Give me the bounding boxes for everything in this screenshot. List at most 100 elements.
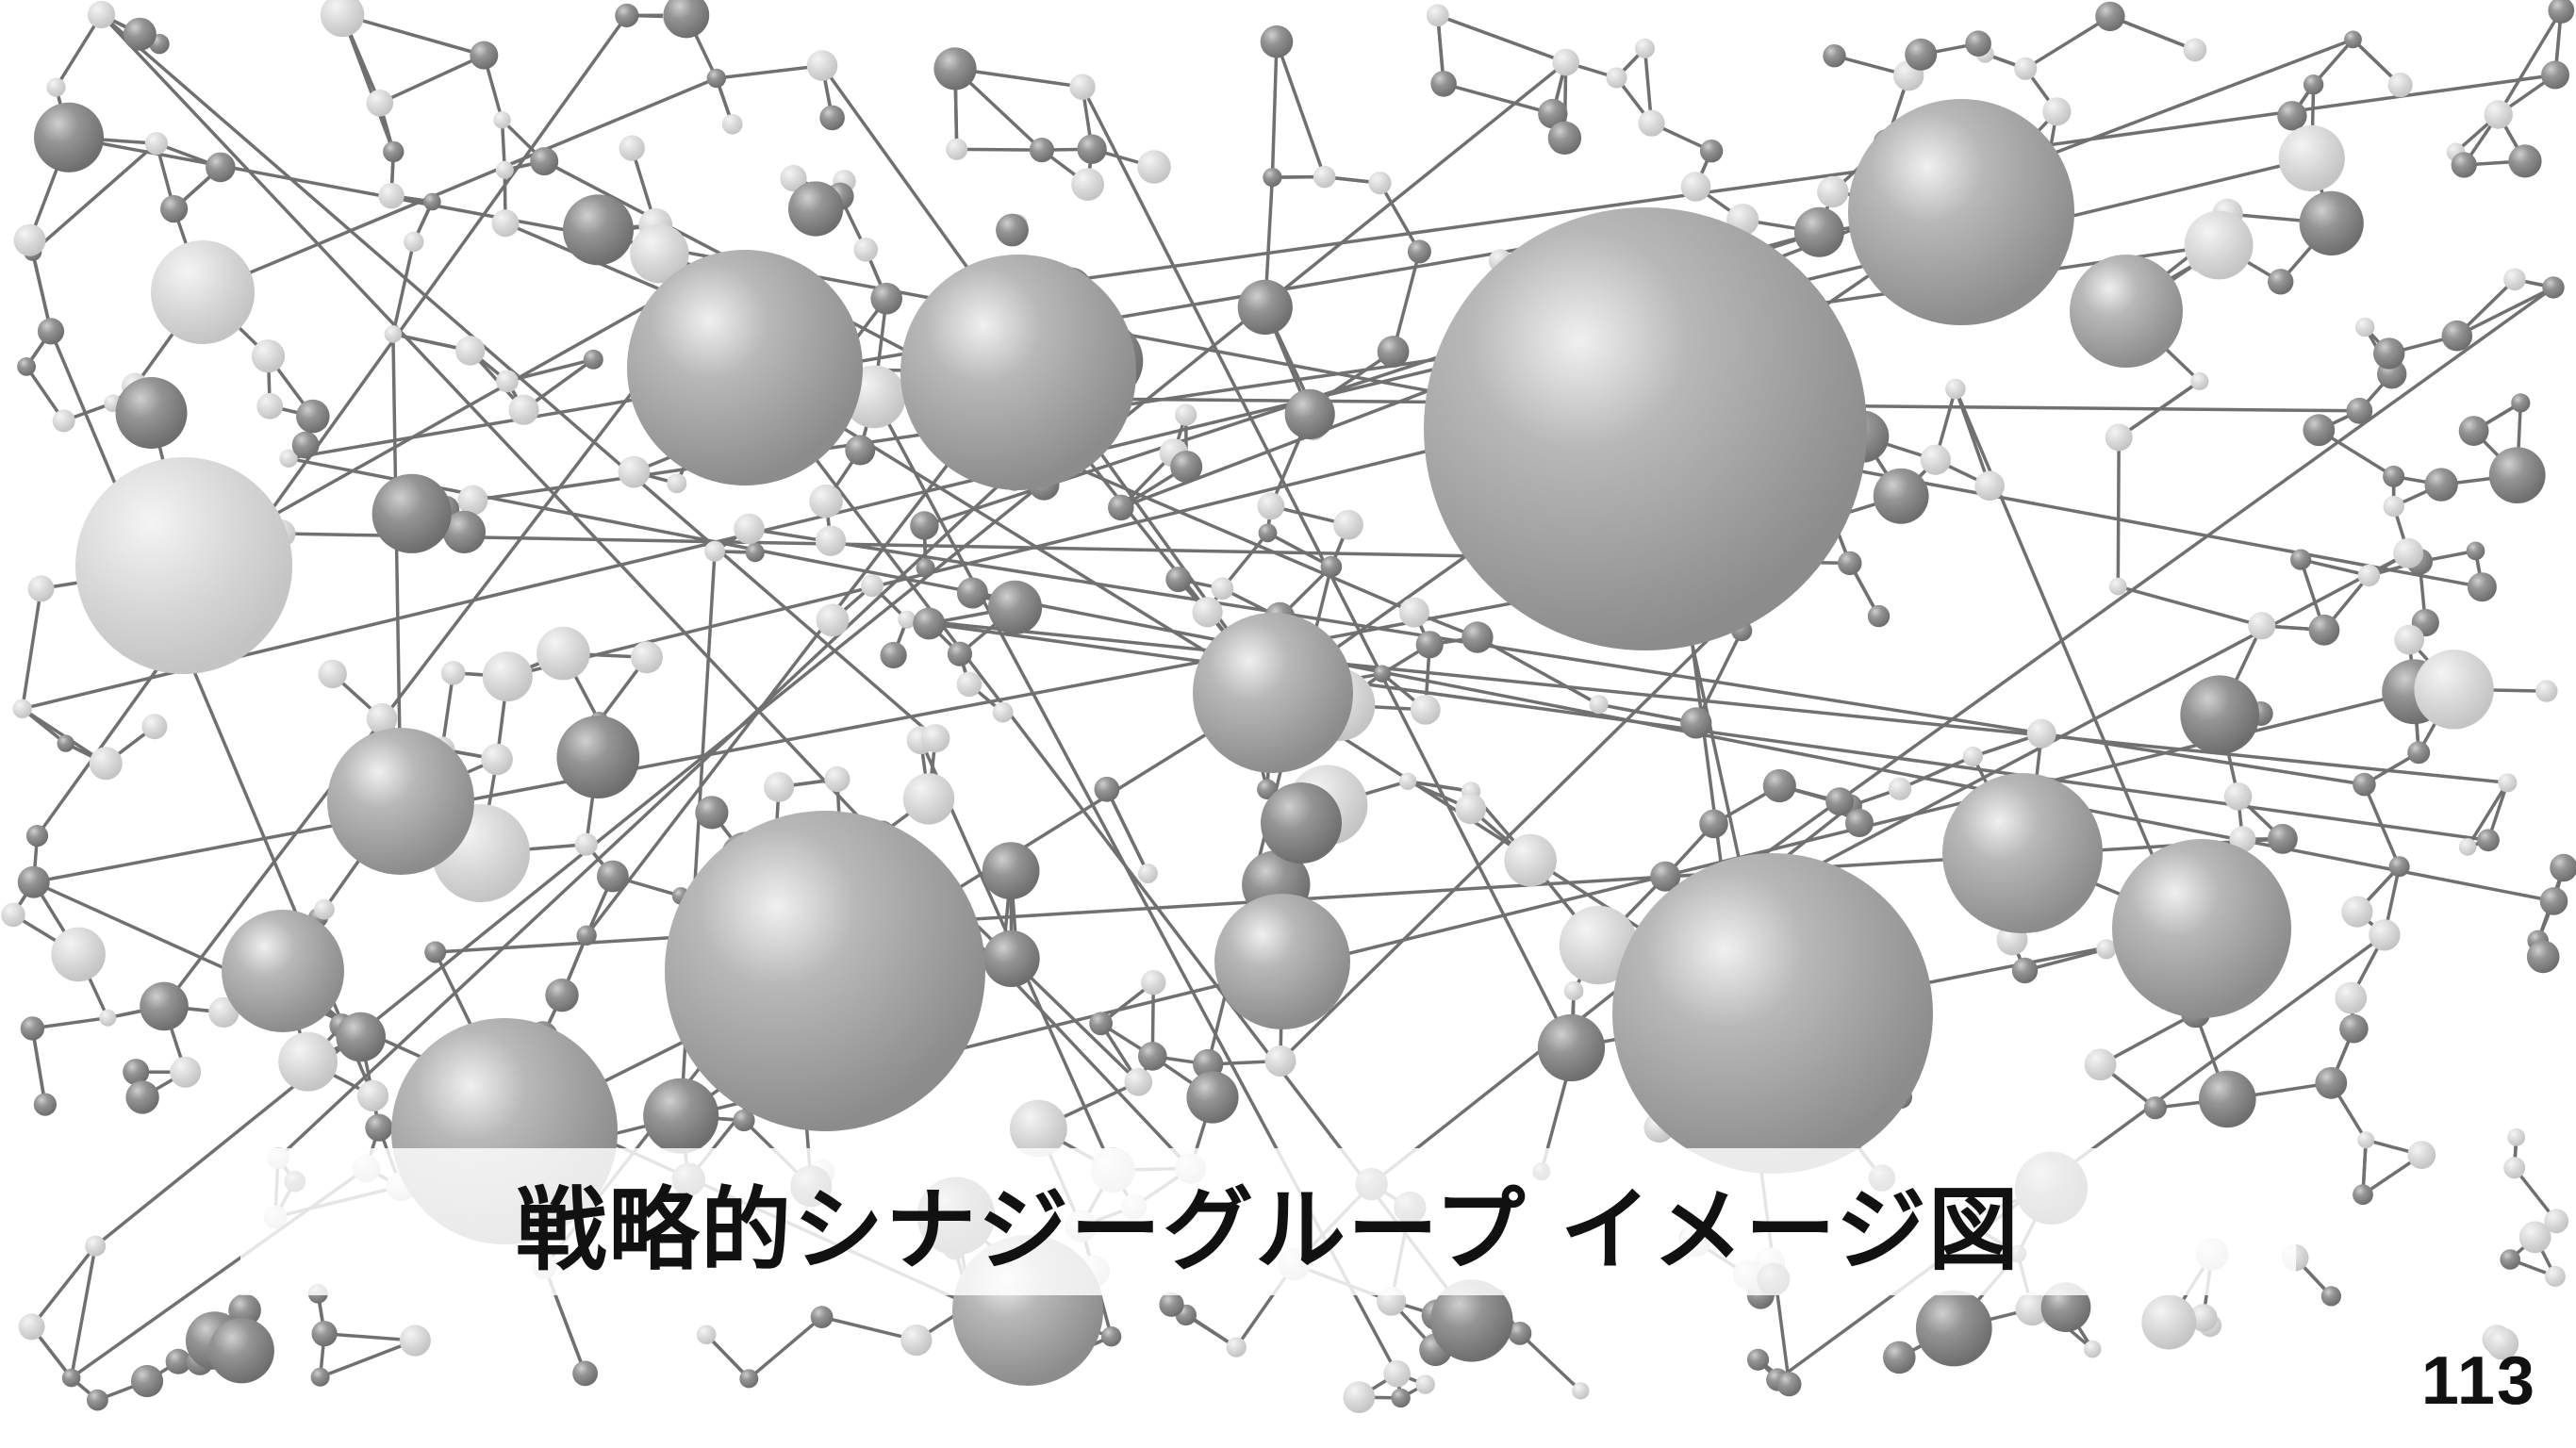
network-sphere — [372, 473, 452, 553]
network-sphere — [2511, 393, 2531, 413]
network-sphere — [222, 910, 344, 1032]
network-link — [2497, 9, 2563, 116]
network-sphere — [2143, 1096, 2167, 1120]
network-sphere — [2303, 414, 2336, 447]
network-sphere — [630, 224, 689, 284]
network-sphere — [576, 925, 597, 946]
network-link — [749, 527, 2365, 786]
network-sphere — [1825, 787, 1854, 816]
network-link — [379, 54, 486, 105]
network-sphere — [1537, 1013, 1606, 1082]
network-sphere — [615, 3, 639, 27]
network-sphere — [2290, 549, 2312, 570]
network-sphere — [457, 485, 488, 516]
network-sphere — [256, 392, 284, 420]
network-sphere — [310, 1367, 330, 1387]
network-sphere — [2335, 981, 2368, 1014]
network-link — [1275, 41, 1327, 178]
network-sphere — [563, 194, 634, 266]
network-sphere — [619, 135, 645, 161]
network-sphere — [721, 114, 743, 135]
network-sphere — [2070, 255, 2183, 368]
network-link — [100, 13, 937, 740]
network-sphere — [1920, 444, 1951, 475]
network-sphere — [1260, 25, 1294, 58]
network-sphere — [12, 699, 32, 718]
network-sphere — [75, 457, 292, 674]
network-sphere — [1680, 172, 1711, 202]
network-sphere — [733, 1109, 755, 1132]
network-sphere — [1138, 1042, 1167, 1071]
network-sphere — [141, 714, 168, 740]
network-sphere — [366, 90, 394, 117]
network-sphere — [627, 250, 863, 485]
network-sphere — [1368, 172, 1392, 195]
network-link — [1105, 788, 1149, 875]
network-sphere — [2539, 887, 2568, 915]
network-sphere — [481, 743, 513, 776]
network-sphere — [1094, 776, 1120, 802]
network-sphere — [806, 50, 838, 81]
network-sphere — [1186, 1071, 1239, 1124]
network-sphere — [2544, 1209, 2569, 1234]
network-sphere — [913, 607, 946, 640]
network-sphere — [996, 213, 1029, 247]
network-sphere — [2508, 144, 2542, 178]
network-link — [55, 13, 103, 89]
network-sphere — [144, 132, 168, 156]
network-sphere — [2353, 772, 2376, 797]
network-sphere — [706, 68, 726, 89]
network-link — [340, 14, 395, 153]
network-link — [1477, 635, 1600, 706]
network-sphere — [992, 701, 1014, 723]
network-sphere — [824, 765, 850, 793]
network-sphere — [2014, 57, 2038, 80]
network-link — [288, 456, 2554, 903]
network-sphere — [2488, 447, 2546, 503]
network-link — [1694, 630, 1743, 724]
network-sphere — [780, 165, 807, 192]
network-sphere — [1838, 551, 1862, 576]
network-sphere — [764, 771, 795, 802]
network-sphere — [1333, 509, 1363, 540]
network-sphere — [1159, 1292, 1184, 1317]
network-sphere — [2383, 495, 2404, 518]
network-sphere — [2112, 839, 2291, 1018]
network-sphere — [2526, 940, 2560, 974]
network-sphere — [318, 659, 347, 689]
slide-caption: 戦略的シナジーグループ イメージ図 — [516, 1176, 2021, 1283]
network-sphere — [2544, 1265, 2566, 1287]
network-link — [33, 555, 1755, 884]
network-sphere — [1699, 140, 1724, 163]
network-sphere — [1635, 38, 1655, 58]
network-sphere — [27, 575, 55, 602]
network-sphere — [1915, 1290, 1992, 1367]
network-link — [1443, 82, 1554, 116]
network-sphere — [2548, 0, 2575, 24]
network-sphere — [1974, 470, 2005, 502]
network-sphere — [1426, 4, 1449, 27]
network-sphere — [2308, 614, 2340, 646]
network-sphere — [2184, 210, 2254, 280]
network-sphere — [734, 513, 765, 545]
network-sphere — [545, 979, 579, 1012]
network-sphere — [1942, 773, 2103, 933]
network-sphere — [404, 231, 424, 253]
network-sphere — [123, 17, 157, 51]
network-sphere — [2141, 1294, 2197, 1350]
network-sphere — [530, 147, 559, 176]
network-sphere — [1377, 336, 1410, 368]
network-sphere — [279, 449, 298, 468]
network-sphere — [845, 435, 876, 466]
network-link — [821, 1315, 917, 1342]
network-sphere — [51, 927, 106, 982]
network-sphere — [2477, 829, 2500, 852]
network-link — [748, 1315, 823, 1380]
network-link — [30, 1028, 47, 1105]
network-link — [68, 136, 2483, 589]
network-sphere — [2424, 468, 2458, 502]
network-sphere — [206, 152, 236, 183]
network-sphere — [2394, 624, 2425, 655]
